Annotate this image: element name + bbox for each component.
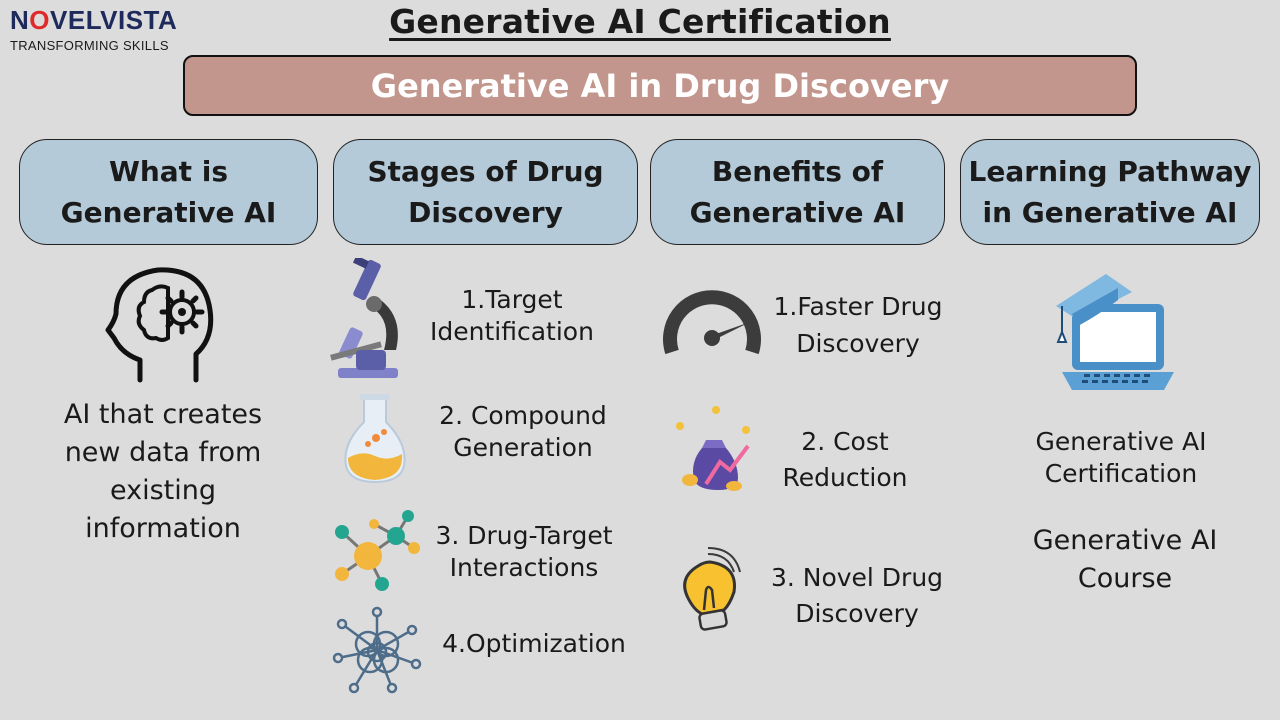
pathway-item-2: Generative AI Course (1032, 525, 1218, 594)
lightbulb-icon (683, 547, 741, 631)
novelvista-logo: NOVELVISTA TRANSFORMING SKILLS (10, 6, 190, 53)
generative-ai-description: AI that creates new data from existing i… (63, 399, 263, 544)
topic-banner: Generative AI in Drug Discovery (183, 55, 1137, 116)
stage-label-2: 2. Compound Generation (439, 401, 607, 462)
brain-head-icon (105, 267, 214, 383)
logo-tagline: TRANSFORMING SKILLS (10, 38, 169, 53)
heading-stages-of-drug-discovery: Stages of Drug Discovery (333, 139, 638, 245)
graduation-laptop-icon (1056, 274, 1174, 390)
money-bag-icon (676, 406, 750, 491)
flask-icon (344, 394, 406, 484)
stage-label-4: 4.Optimization (442, 629, 626, 658)
benefit-label-1: 1.Faster Drug Discovery (773, 292, 943, 358)
molecule-icon (335, 510, 420, 591)
pathway-item-1: Generative AI Certification (1035, 427, 1207, 488)
heading-learning-pathway: Learning Pathway in Generative AI (960, 139, 1260, 245)
heading-what-is-generative-ai: What is Generative AI (19, 139, 318, 245)
benefit-label-3: 3. Novel Drug Discovery (770, 563, 944, 628)
network-icon (332, 606, 422, 694)
speedometer-icon (663, 290, 761, 355)
logo-o-glyph: O (29, 5, 51, 35)
heading-benefits-of-generative-ai: Benefits of Generative AI (650, 139, 945, 245)
benefit-label-2: 2. Cost Reduction (782, 427, 908, 492)
stage-label-1: 1.Target Identification (430, 285, 594, 346)
stage-label-3: 3. Drug-Target Interactions (435, 521, 613, 582)
page-title: Generative AI Certification (389, 2, 891, 41)
microscope-icon (330, 258, 398, 378)
